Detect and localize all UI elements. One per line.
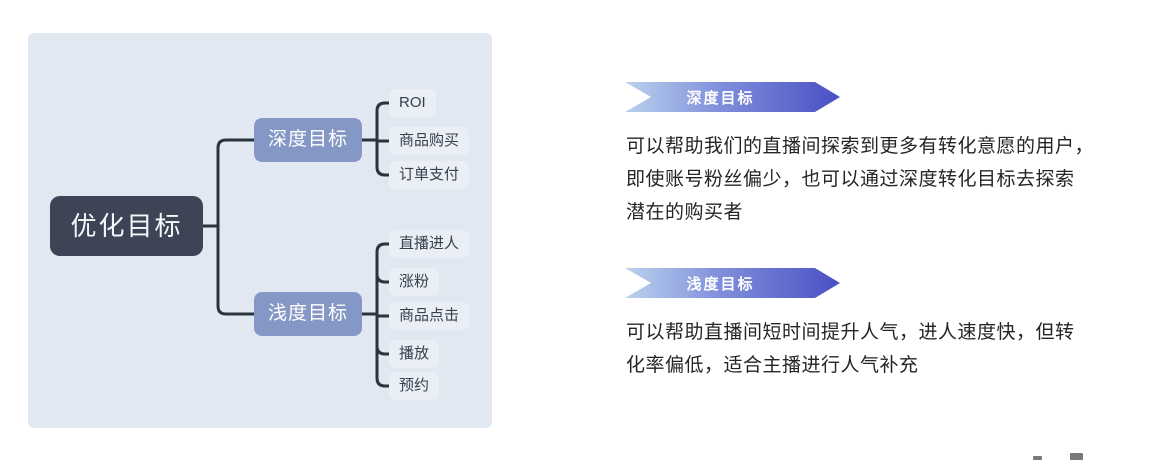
- mindmap-panel: 优化目标 深度目标 浅度目标 ROI 商品购买 订单支付 直播进人 涨粉 商品点…: [28, 33, 492, 428]
- banner-shallow-goal: 浅度目标: [625, 268, 840, 298]
- leaf-node-live-entry: 直播进人: [389, 230, 470, 258]
- shallow-goal-description: 可以帮助直播间短时间提升人气，进人速度快，但转 化率偏低，适合主播进行人气补充: [626, 322, 1075, 376]
- leaf-node-gain-followers: 涨粉: [389, 268, 440, 296]
- root-node-optimization-goal: 优化目标: [50, 196, 203, 256]
- leaf-node-product-click: 商品点击: [389, 302, 470, 330]
- branch-node-deep-goal: 深度目标: [254, 118, 362, 162]
- partial-icon[interactable]: [1033, 456, 1042, 460]
- leaf-node-reservation: 预约: [389, 372, 440, 400]
- banner-deep-goal: 深度目标: [625, 82, 840, 112]
- deep-goal-description: 可以帮助我们的直播间探索到更多有转化意愿的用户， 即使账号粉丝偏少，也可以通过深…: [626, 136, 1095, 223]
- banner-arrow-shape: [625, 82, 840, 112]
- banner-shallow-goal-label: 浅度目标: [686, 275, 755, 293]
- banner-deep-goal-label: 深度目标: [686, 89, 755, 107]
- leaf-node-play: 播放: [389, 340, 440, 368]
- partial-icon[interactable]: [1070, 453, 1083, 460]
- banner-arrow-shape: [625, 268, 840, 298]
- leaf-node-roi: ROI: [389, 89, 436, 117]
- leaf-node-order-payment: 订单支付: [389, 161, 470, 189]
- branch-node-shallow-goal: 浅度目标: [254, 292, 362, 336]
- connector-lines: [201, 101, 391, 388]
- leaf-node-product-purchase: 商品购买: [389, 127, 470, 155]
